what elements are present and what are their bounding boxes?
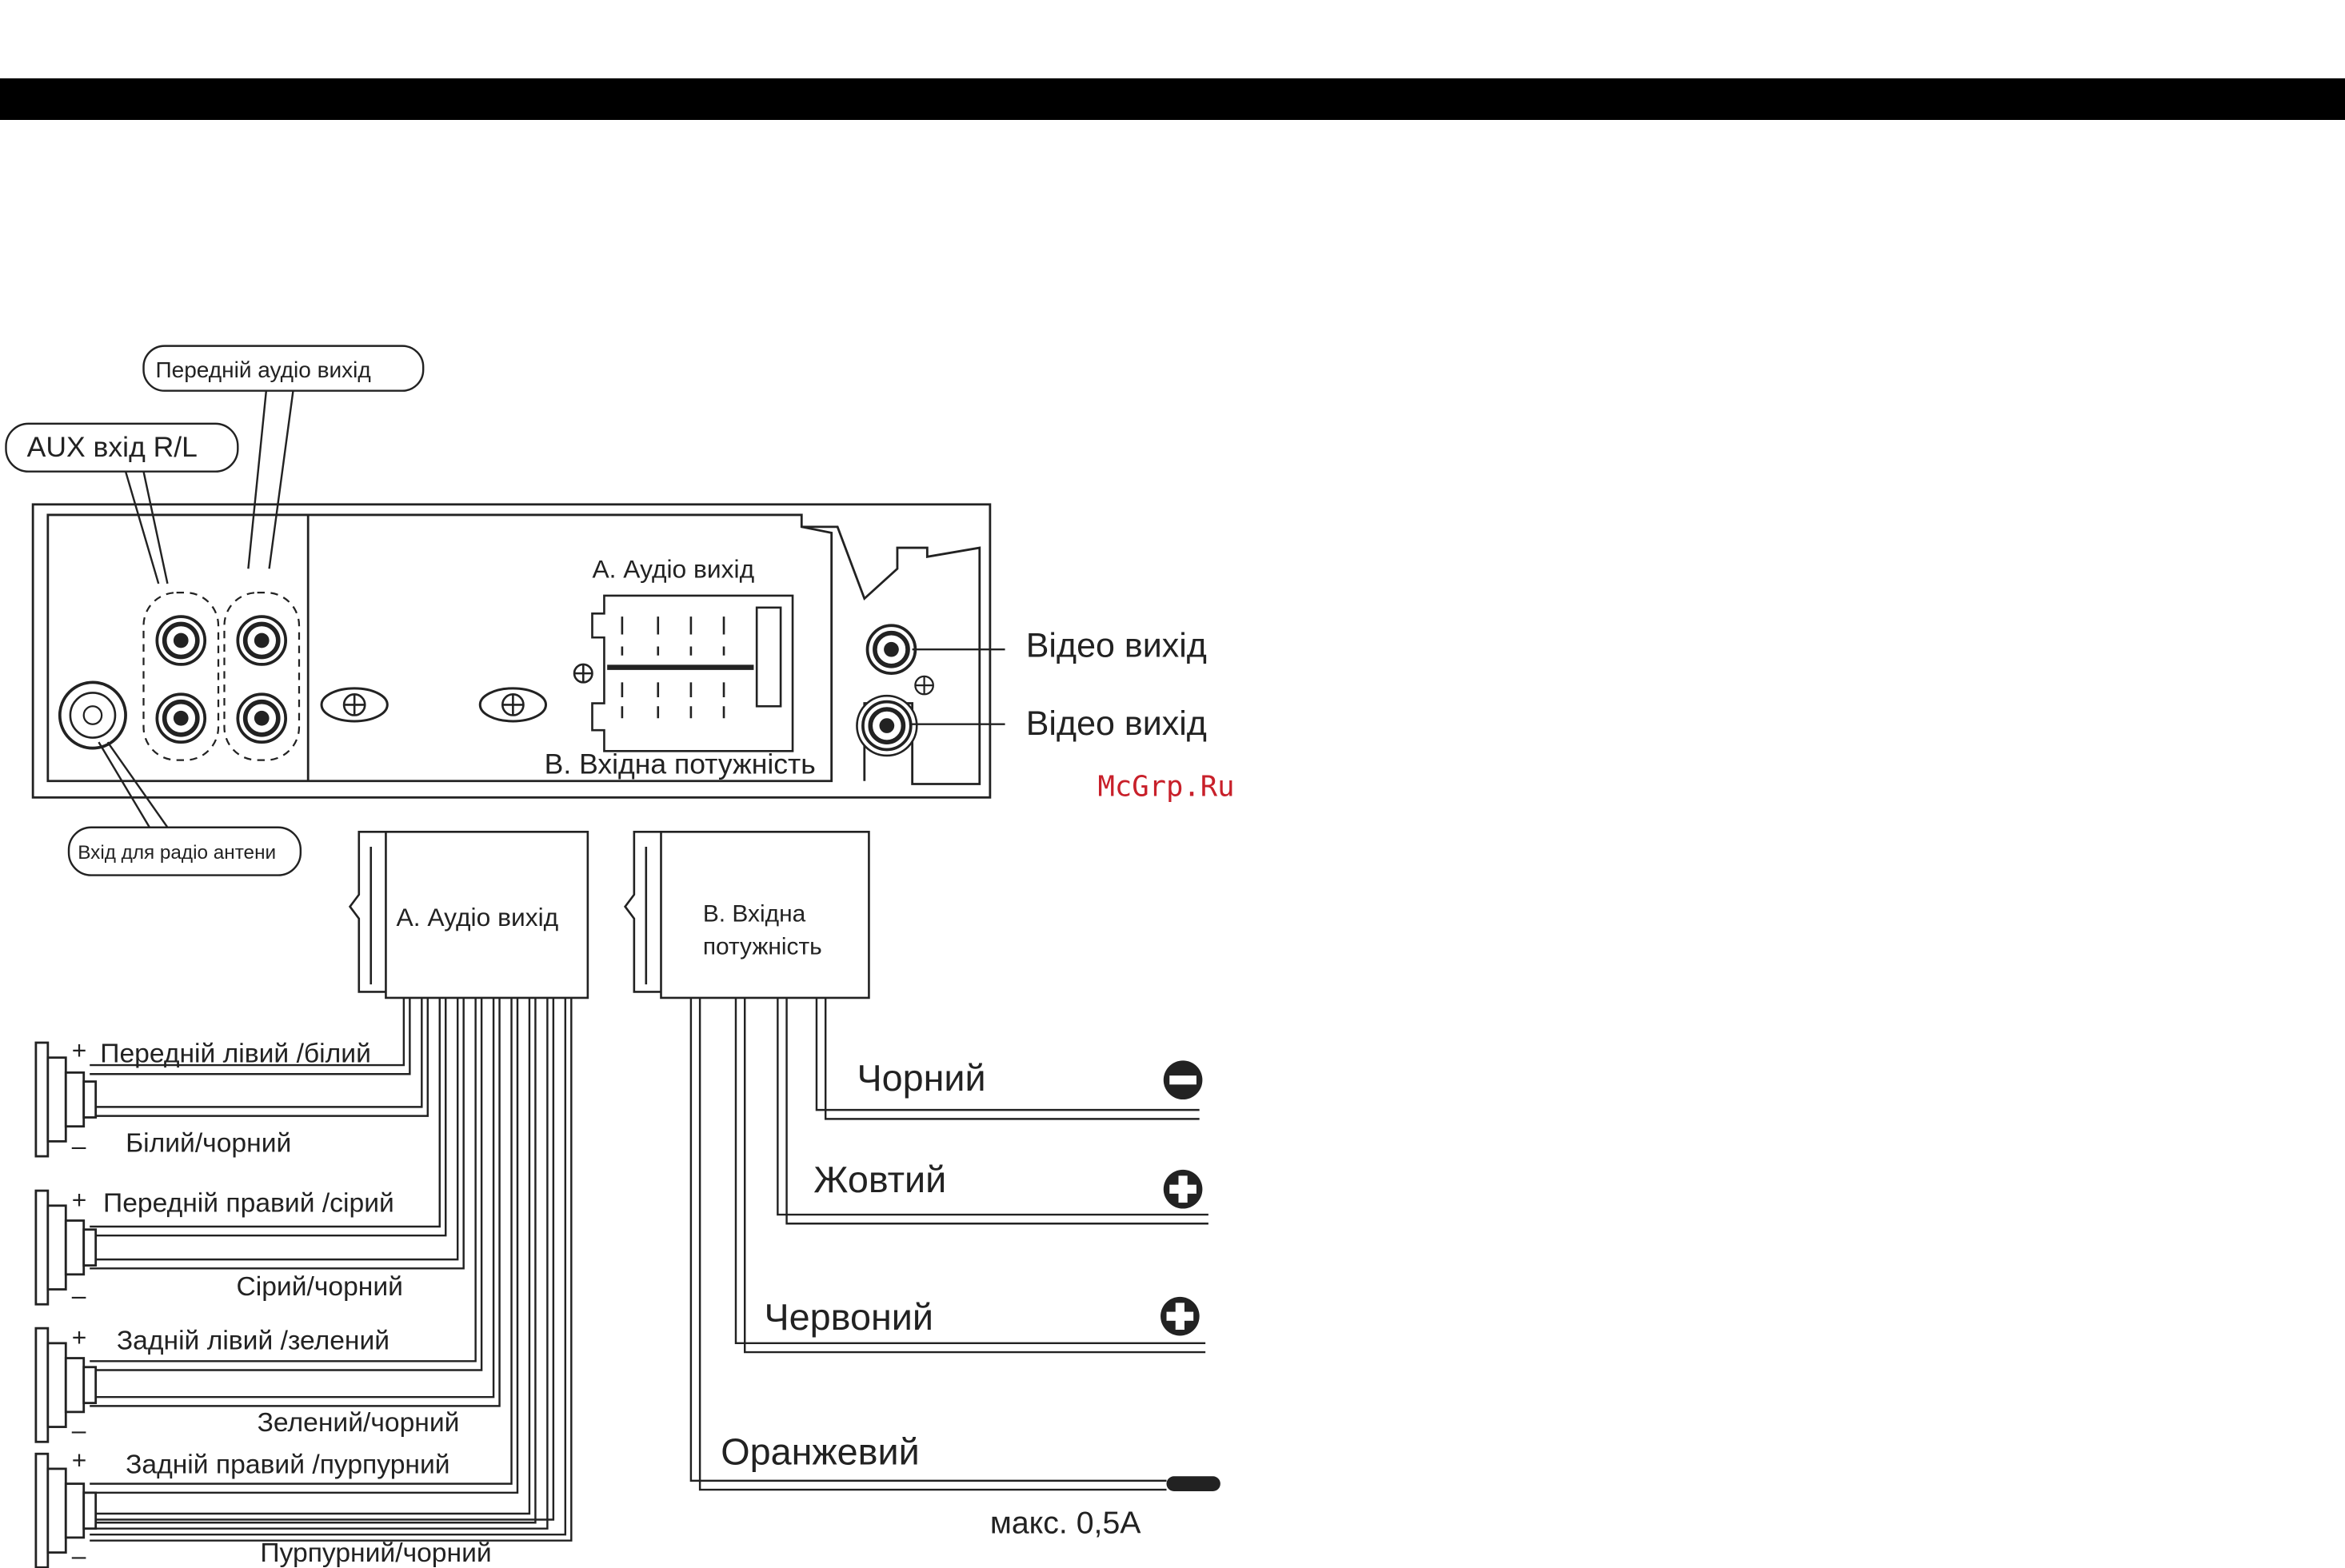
speaker-2-minus: – bbox=[72, 1281, 86, 1310]
speaker-3-negative-label: Зелений/чорний bbox=[258, 1408, 460, 1438]
speaker-front-right-icon bbox=[34, 1189, 98, 1306]
callout-bubbles bbox=[5, 345, 425, 876]
iso-connector-panel bbox=[573, 594, 794, 752]
minus-circle-icon bbox=[1163, 1060, 1203, 1100]
speaker-1-plus: + bbox=[72, 1036, 87, 1065]
plus-circle-icon bbox=[1163, 1169, 1203, 1209]
speaker-2-plus: + bbox=[72, 1186, 87, 1215]
speaker-wires bbox=[90, 997, 573, 1542]
video-out-jack-1 bbox=[868, 625, 916, 673]
label-connector-b-panel: B. Вхідна потужність bbox=[545, 748, 816, 780]
speaker-rear-left-icon bbox=[34, 1327, 98, 1443]
label-video-out-1: Відео вихід bbox=[1026, 627, 1207, 665]
top-black-bar bbox=[0, 78, 2345, 120]
watermark: McGrp.Ru bbox=[1098, 770, 1235, 803]
leader-lines bbox=[98, 390, 1005, 828]
label-video-out-2: Відео вихід bbox=[1026, 704, 1207, 743]
front-audio-rca-jacks bbox=[223, 592, 301, 761]
mounting-screw-right-icon bbox=[478, 687, 548, 723]
label-connector-a-panel: A. Аудіо вихід bbox=[592, 554, 754, 583]
power-wire-yellow-label: Жовтий bbox=[813, 1159, 946, 1200]
speaker-4-plus: + bbox=[72, 1446, 87, 1474]
power-wire-orange-note: макс. 0,5А bbox=[990, 1505, 1141, 1540]
speaker-4-negative-label: Пурпурний/чорний bbox=[260, 1538, 491, 1568]
power-wire-black-label: Чорний bbox=[857, 1057, 985, 1099]
head-unit-panel bbox=[31, 503, 992, 799]
mounting-screw-left-icon bbox=[320, 687, 389, 723]
label-plug-a: A. Аудіо вихід bbox=[397, 903, 559, 932]
antenna-socket bbox=[58, 680, 127, 750]
speaker-3-positive-label: Задній лівий /зелений bbox=[117, 1326, 390, 1355]
plus-circle-icon bbox=[1161, 1296, 1200, 1336]
small-screw-icon bbox=[914, 675, 934, 696]
label-plug-b-line1: B. Вхідна bbox=[703, 901, 806, 928]
speaker-1-negative-label: Білий/чорний bbox=[126, 1128, 291, 1158]
speaker-2-positive-label: Передній правий /сірий bbox=[103, 1188, 394, 1218]
speaker-3-minus: – bbox=[72, 1416, 86, 1445]
speaker-4-positive-label: Задній правий /пурпурний bbox=[126, 1450, 450, 1480]
speaker-front-left-icon bbox=[34, 1041, 98, 1158]
power-wire-orange-label: Оранжевий bbox=[721, 1430, 919, 1472]
plug-b-power bbox=[623, 831, 870, 999]
aux-rca-jacks bbox=[142, 592, 220, 761]
power-wire-red-label: Червоний bbox=[765, 1296, 933, 1338]
power-wires bbox=[689, 997, 1208, 1491]
label-front-audio-out: Передній аудіо вихід bbox=[155, 357, 370, 382]
speaker-rear-right-icon bbox=[34, 1452, 98, 1568]
speaker-3-plus: + bbox=[72, 1323, 87, 1352]
label-antenna-in: Вхід для радіо антени bbox=[78, 842, 276, 864]
plug-a-audio bbox=[348, 831, 589, 999]
label-plug-b-line2: потужність bbox=[703, 934, 822, 960]
speaker-4-minus: – bbox=[72, 1542, 86, 1568]
label-aux-in: AUX вхід R/L bbox=[27, 431, 198, 463]
speaker-2-negative-label: Сірий/чорний bbox=[236, 1272, 403, 1302]
orange-wire-end bbox=[1166, 1476, 1220, 1491]
speaker-1-positive-label: Передній лівий /білий bbox=[100, 1039, 371, 1068]
speaker-1-minus: – bbox=[72, 1131, 86, 1160]
video-out-jack-2 bbox=[856, 694, 918, 757]
